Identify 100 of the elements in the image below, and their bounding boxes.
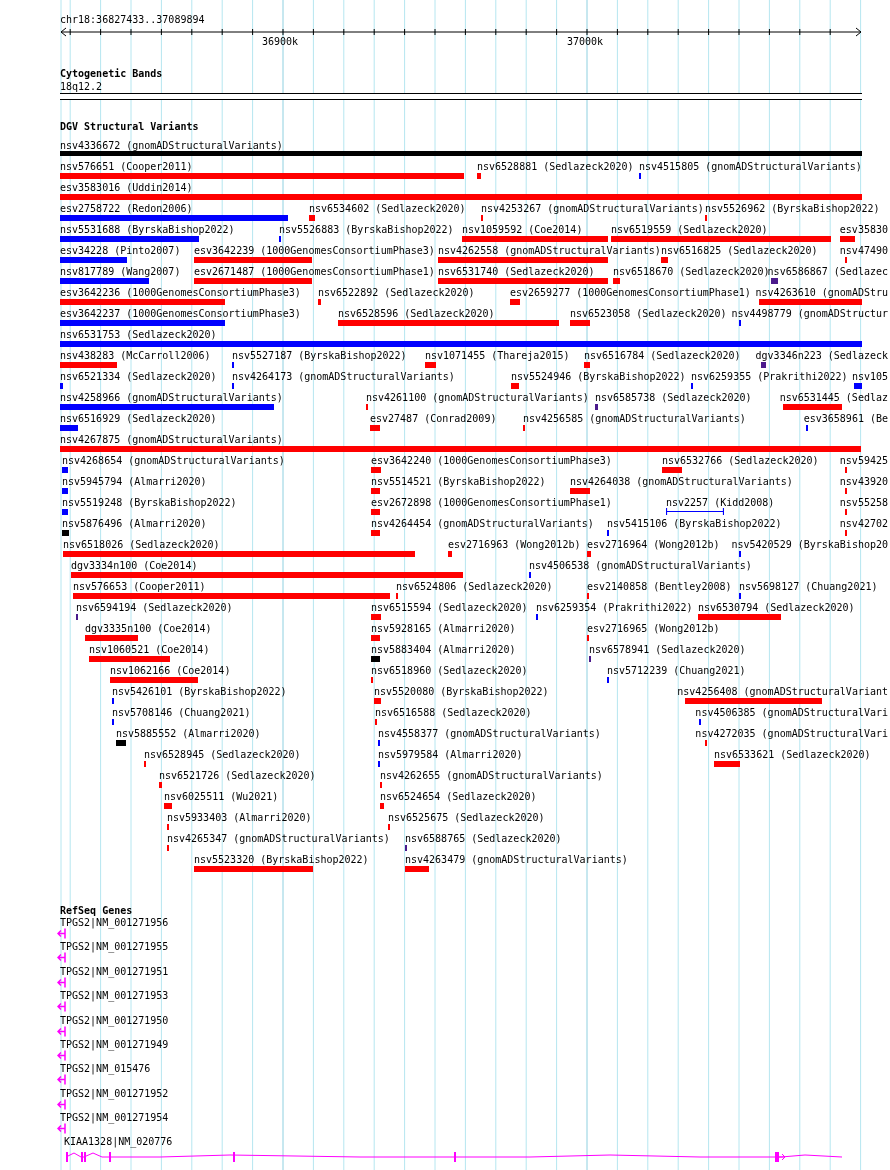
variant-label: nsv5885552 (Almarri2020) — [116, 728, 261, 739]
variant-label: esv2716964 (Wong2012b) — [587, 539, 720, 550]
variant-label: nsv6259354 (Prakrithi2022) — [536, 602, 693, 613]
band-label: 18q12.2 — [60, 81, 103, 92]
variant-label: nsv5979584 (Almarri2020) — [378, 749, 523, 760]
variant-label: nsv2257 (Kidd2008) — [666, 497, 775, 508]
variant-label: nsv6594194 (Sedlazeck2020) — [76, 602, 233, 613]
variant-label: esv2659277 (1000GenomesConsortiumPhase1) — [510, 287, 751, 298]
variant-label: nsv6523058 (Sedlazeck2020) — [570, 308, 727, 319]
variant-label: nsv4336672 (gnomADStructuralVariants) — [60, 140, 283, 151]
variant-label: esv3642239 (1000GenomesConsortiumPhase3) — [194, 245, 435, 256]
variant-label: nsv6528945 (Sedlazeck2020) — [144, 749, 301, 760]
variant-label: dgv3335n100 (Coe2014) — [85, 623, 212, 634]
variant-label: esv3642237 (1000GenomesConsortiumPhase3) — [60, 308, 301, 319]
variant-label: nsv6025511 (Wu2021) — [164, 791, 279, 802]
variant-label: nsv5945794 (Almarri2020) — [62, 476, 207, 487]
gene-label: TPGS2|NM_015476 — [60, 1063, 151, 1074]
variant-label: nsv4268654 (gnomADStructuralVariants) — [62, 455, 285, 466]
gene-label: TPGS2|NM_001271954 — [60, 1112, 169, 1123]
variant-label: nsv817789 (Wang2007) — [60, 266, 181, 277]
variant-label: nsv4256408 (gnomADStructuralVariant — [677, 686, 888, 697]
variant-label: nsv6525675 (Sedlazeck2020) — [388, 812, 545, 823]
variant-label: nsv4264173 (gnomADStructuralVariants) — [232, 371, 455, 382]
variant-label: nsv6532766 (Sedlazeck2020) — [662, 455, 819, 466]
variant-label: nsv4262558 (gnomADStructuralVariants) — [438, 245, 661, 256]
variant-label: nsv6531740 (Sedlazeck2020) — [438, 266, 595, 277]
variant-label: nsv6524654 (Sedlazeck2020) — [380, 791, 537, 802]
variant-label: esv2716963 (Wong2012b) — [448, 539, 581, 550]
variant-label: nsv1071455 (Thareja2015) — [425, 350, 570, 361]
variant-label: nsv4558377 (gnomADStructuralVariants) — [378, 728, 601, 739]
variant-label: nsv5415106 (ByrskaBishop2022) — [607, 518, 782, 529]
variant-label: nsv5883404 (Almarri2020) — [371, 644, 516, 655]
variant-label: nsv4253267 (gnomADStructuralVariants) — [481, 203, 704, 214]
variant-label: esv3642240 (1000GenomesConsortiumPhase3) — [371, 455, 612, 466]
gene-label: TPGS2|NM_001271951 — [60, 966, 169, 977]
variant-label: nsv6516929 (Sedlazeck2020) — [60, 413, 217, 424]
gene-label: TPGS2|NM_001271952 — [60, 1088, 169, 1099]
variant-label: nsv4261100 (gnomADStructuralVariants) — [366, 392, 589, 403]
variant-label: esv2716965 (Wong2012b) — [587, 623, 720, 634]
variant-label: nsv47490 — [839, 245, 888, 256]
variant-label: nsv4264038 (gnomADStructuralVariants) — [570, 476, 793, 487]
variant-label: nsv6534602 (Sedlazeck2020) — [309, 203, 466, 214]
variant-label: nsv5531688 (ByrskaBishop2022) — [60, 224, 235, 235]
variant-label: nsv438283 (McCarroll2006) — [60, 350, 211, 361]
ruler-label: chr18:36827433..37089894 — [60, 14, 205, 25]
variant-label: nsv4272035 (gnomADStructuralVari — [695, 728, 888, 739]
variant-label: nsv6259355 (Prakrithi2022) — [691, 371, 848, 382]
variant-label: nsv5712239 (Chuang2021) — [607, 665, 746, 676]
tick-label: 37000k — [567, 36, 604, 47]
variant-label: nsv4515805 (gnomADStructuralVariants) — [639, 161, 862, 172]
variant-label: nsv5426101 (ByrskaBishop2022) — [112, 686, 287, 697]
variant-label: nsv4267875 (gnomADStructuralVariants) — [60, 434, 283, 445]
variant-label: nsv55258 — [839, 497, 888, 508]
variant-label: nsv5519248 (ByrskaBishop2022) — [62, 497, 237, 508]
variant-label: nsv5933403 (Almarri2020) — [167, 812, 312, 823]
variant-label: esv3658961 (Be — [803, 413, 888, 424]
variant-label: esv2672898 (1000GenomesConsortiumPhase1) — [371, 497, 612, 508]
variant-label: esv35830 — [839, 224, 888, 235]
variant-label: nsv6521726 (Sedlazeck2020) — [159, 770, 316, 781]
variant-label: nsv5527187 (ByrskaBishop2022) — [232, 350, 407, 361]
variant-label: nsv4506538 (gnomADStructuralVariants) — [529, 560, 752, 571]
variant-label: nsv6528596 (Sedlazeck2020) — [338, 308, 495, 319]
variant-label: nsv6586867 (Sedlazec — [767, 266, 888, 277]
variant-label: esv2671487 (1000GenomesConsortiumPhase1) — [194, 266, 435, 277]
variant-label: esv27487 (Conrad2009) — [370, 413, 497, 424]
variant-label: nsv4506385 (gnomADStructuralVari — [695, 707, 888, 718]
variant-label: esv2140858 (Bentley2008) — [587, 581, 732, 592]
variant-label: nsv6531753 (Sedlazeck2020) — [60, 329, 217, 340]
variant-label: nsv6518960 (Sedlazeck2020) — [371, 665, 528, 676]
variant-label: nsv6524806 (Sedlazeck2020) — [396, 581, 553, 592]
variant-label: nsv5928165 (Almarri2020) — [371, 623, 516, 634]
gene-label: TPGS2|NM_001271950 — [60, 1015, 169, 1026]
variant-label: nsv6531445 (Sedlaz — [779, 392, 888, 403]
track-heading: RefSeq Genes — [60, 905, 133, 916]
variant-label: nsv5524946 (ByrskaBishop2022) — [511, 371, 686, 382]
track-heading: DGV Structural Variants — [60, 121, 199, 132]
variant-label: nsv4263610 (gnomADStru — [755, 287, 888, 298]
variant-label: nsv5514521 (ByrskaBishop2022) — [371, 476, 546, 487]
variant-label: nsv6518026 (Sedlazeck2020) — [63, 539, 220, 550]
variant-label: nsv576653 (Cooper2011) — [73, 581, 206, 592]
variant-label: nsv576651 (Cooper2011) — [60, 161, 193, 172]
variant-label: nsv5526883 (ByrskaBishop2022) — [279, 224, 454, 235]
variant-label: nsv4264454 (gnomADStructuralVariants) — [371, 518, 594, 529]
variant-label: nsv6588765 (Sedlazeck2020) — [405, 833, 562, 844]
gene-label: KIAA1328|NM_020776 — [64, 1136, 173, 1147]
variant-label: nsv4256585 (gnomADStructuralVariants) — [523, 413, 746, 424]
variant-label: nsv6519559 (Sedlazeck2020) — [611, 224, 768, 235]
variant-label: nsv6585738 (Sedlazeck2020) — [595, 392, 752, 403]
variant-label: nsv6528881 (Sedlazeck2020) — [477, 161, 634, 172]
variant-label: nsv6530794 (Sedlazeck2020) — [698, 602, 855, 613]
variant-label: nsv5523320 (ByrskaBishop2022) — [194, 854, 369, 865]
variant-label: nsv4498779 (gnomADStructur — [731, 308, 888, 319]
variant-label: nsv5526962 (ByrskaBishop2022) — [705, 203, 880, 214]
variant-label: nsv6521334 (Sedlazeck2020) — [60, 371, 217, 382]
variant-label: nsv1062166 (Coe2014) — [110, 665, 231, 676]
gene-label: TPGS2|NM_001271953 — [60, 990, 169, 1001]
variant-label: nsv6578941 (Sedlazeck2020) — [589, 644, 746, 655]
variant-label: dgv3334n100 (Coe2014) — [71, 560, 198, 571]
variant-label: nsv43920 — [839, 476, 888, 487]
variant-label: esv3642236 (1000GenomesConsortiumPhase3) — [60, 287, 301, 298]
